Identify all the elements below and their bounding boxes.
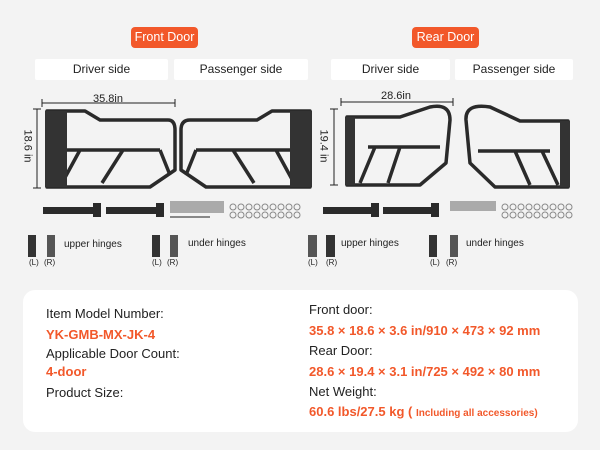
hardware-kit xyxy=(170,201,496,218)
front-under-hinges-label: under hinges xyxy=(188,238,246,249)
rear-door-value: 28.6 × 19.4 × 3.1 in/725 × 492 × 80 mm xyxy=(309,364,541,379)
weight-value: 60.6 lbs/27.5 kg ( xyxy=(309,404,413,419)
front-driver-label: Driver side xyxy=(35,59,168,80)
spec-card xyxy=(23,290,578,432)
net-weight-label: Net Weight: xyxy=(309,384,377,399)
front-height-label: 18.6 in xyxy=(21,129,34,163)
hinge-left-label: (L) xyxy=(430,258,440,267)
front-passenger-door xyxy=(179,109,312,189)
front-door-label: Front door: xyxy=(309,302,373,317)
front-door-value: 35.8 × 18.6 × 3.6 in/910 × 473 × 92 mm xyxy=(309,323,541,338)
hinge-left-label: (L) xyxy=(308,258,318,267)
front-driver-door xyxy=(45,109,177,189)
hinge-right-label: (R) xyxy=(326,258,338,267)
rear-door-label: Rear Door: xyxy=(309,343,373,358)
product-size-label: Product Size: xyxy=(46,385,124,400)
rear-width-label: 28.6in xyxy=(381,90,411,102)
net-weight-value: 60.6 lbs/27.5 kg ( Including all accesso… xyxy=(309,404,538,419)
weight-note: Including all accessories) xyxy=(415,408,538,419)
rear-upper-hinges-label: upper hinges xyxy=(341,238,399,249)
hinge-left-label: (L) xyxy=(152,258,162,267)
front-passenger-label: Passenger side xyxy=(174,59,308,80)
model-label: Item Model Number: xyxy=(46,306,164,321)
rear-driver-label: Driver side xyxy=(331,59,450,80)
washers xyxy=(229,203,573,219)
front-upper-hinges-label: upper hinges xyxy=(64,239,122,250)
model-value: YK-GMB-MX-JK-4 xyxy=(46,327,156,342)
hinge-right-label: (R) xyxy=(446,258,458,267)
rear-door-badge: Rear Door xyxy=(412,27,479,48)
door-straps xyxy=(43,203,439,217)
rear-under-hinges-label: under hinges xyxy=(466,238,524,249)
rear-height-label: 19.4 in xyxy=(317,129,330,163)
front-door-badge: Front Door xyxy=(131,27,198,48)
front-width-label: 35.8in xyxy=(93,93,123,105)
door-count-value: 4-door xyxy=(46,364,87,379)
hinge-left-label: (L) xyxy=(29,258,39,267)
hinges xyxy=(28,235,458,257)
rear-passenger-label: Passenger side xyxy=(455,59,573,80)
hinge-right-label: (R) xyxy=(167,258,179,267)
door-count-label: Applicable Door Count: xyxy=(46,346,180,361)
rear-passenger-door xyxy=(464,104,570,189)
hinge-right-label: (R) xyxy=(44,258,56,267)
product-illustration xyxy=(28,98,573,257)
rear-driver-door xyxy=(345,104,452,187)
